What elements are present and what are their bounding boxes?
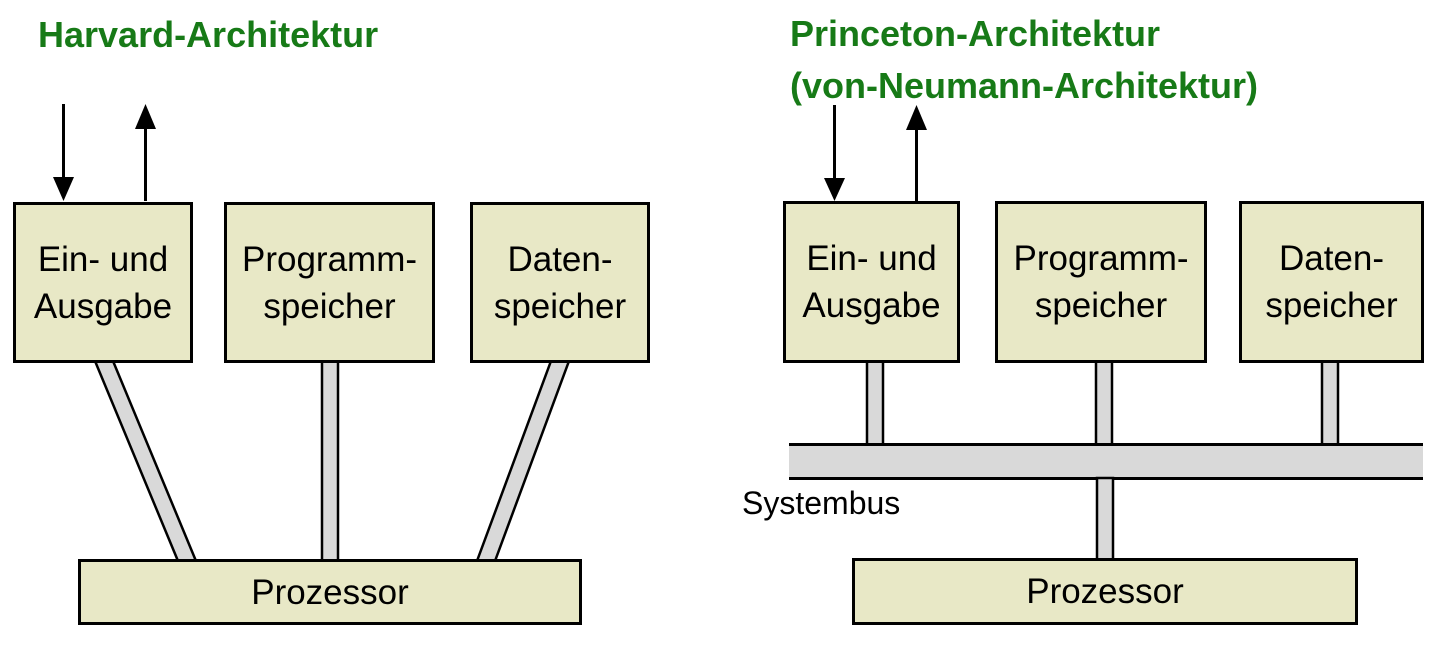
harvard-program-processor-connector (320, 359, 340, 563)
harvard-data-memory-box: Daten- speicher (470, 202, 650, 363)
princeton-program-memory-box: Programm- speicher (995, 201, 1207, 363)
harvard-program-label-line2: speicher (263, 286, 396, 326)
princeton-program-bus-connector (1094, 359, 1114, 447)
harvard-title-text: Harvard-Architektur (38, 14, 379, 55)
princeton-processor-box: Prozessor (852, 558, 1358, 625)
harvard-io-box: Ein- und Ausgabe (13, 202, 193, 363)
princeton-io-bus-connector (865, 359, 885, 447)
harvard-processor-box: Prozessor (78, 559, 582, 625)
harvard-data-label-line2: speicher (493, 286, 627, 326)
princeton-data-label-line2: speicher (1265, 286, 1398, 325)
princeton-io-label-line1: Ein- und (806, 239, 937, 278)
harvard-data-processor-connector (475, 359, 571, 563)
harvard-program-label-line1: Programm- (241, 239, 418, 279)
system-bus-label: Systembus (742, 485, 901, 521)
princeton-processor-label: Prozessor (1026, 572, 1184, 611)
princeton-data-label-line1: Daten- (1278, 239, 1385, 278)
princeton-title-line1: Princeton-Architektur (790, 13, 1161, 54)
princeton-io-box: Ein- und Ausgabe (783, 201, 960, 363)
princeton-program-label-line1: Programm- (1013, 239, 1189, 278)
harvard-output-arrow-head-icon (135, 104, 156, 129)
harvard-io-processor-connector (93, 359, 198, 563)
princeton-title-line2: (von-Neumann-Architektur) (790, 65, 1259, 106)
harvard-data-label-line1: Daten- (507, 239, 613, 279)
harvard-input-arrow-head-icon (53, 177, 74, 201)
princeton-data-memory-box: Daten- speicher (1239, 201, 1424, 363)
princeton-io-label-line2: Ausgabe (802, 286, 941, 325)
harvard-processor-label: Prozessor (251, 572, 409, 612)
harvard-program-memory-box: Programm- speicher (224, 202, 435, 363)
princeton-input-arrow-head-icon (824, 178, 845, 201)
princeton-data-bus-connector (1320, 359, 1340, 447)
princeton-program-label-line2: speicher (1034, 286, 1168, 325)
princeton-title: Princeton-Architektur (von-Neumann-Archi… (790, 8, 1258, 112)
harvard-io-label-line2: Ausgabe (33, 286, 173, 326)
princeton-bus-processor-connector (1095, 476, 1115, 562)
harvard-io-label-line1: Ein- und (37, 239, 169, 279)
princeton-output-arrow-head-icon (906, 105, 927, 130)
system-bus-bar (789, 443, 1423, 480)
harvard-title: Harvard-Architektur (38, 13, 378, 57)
